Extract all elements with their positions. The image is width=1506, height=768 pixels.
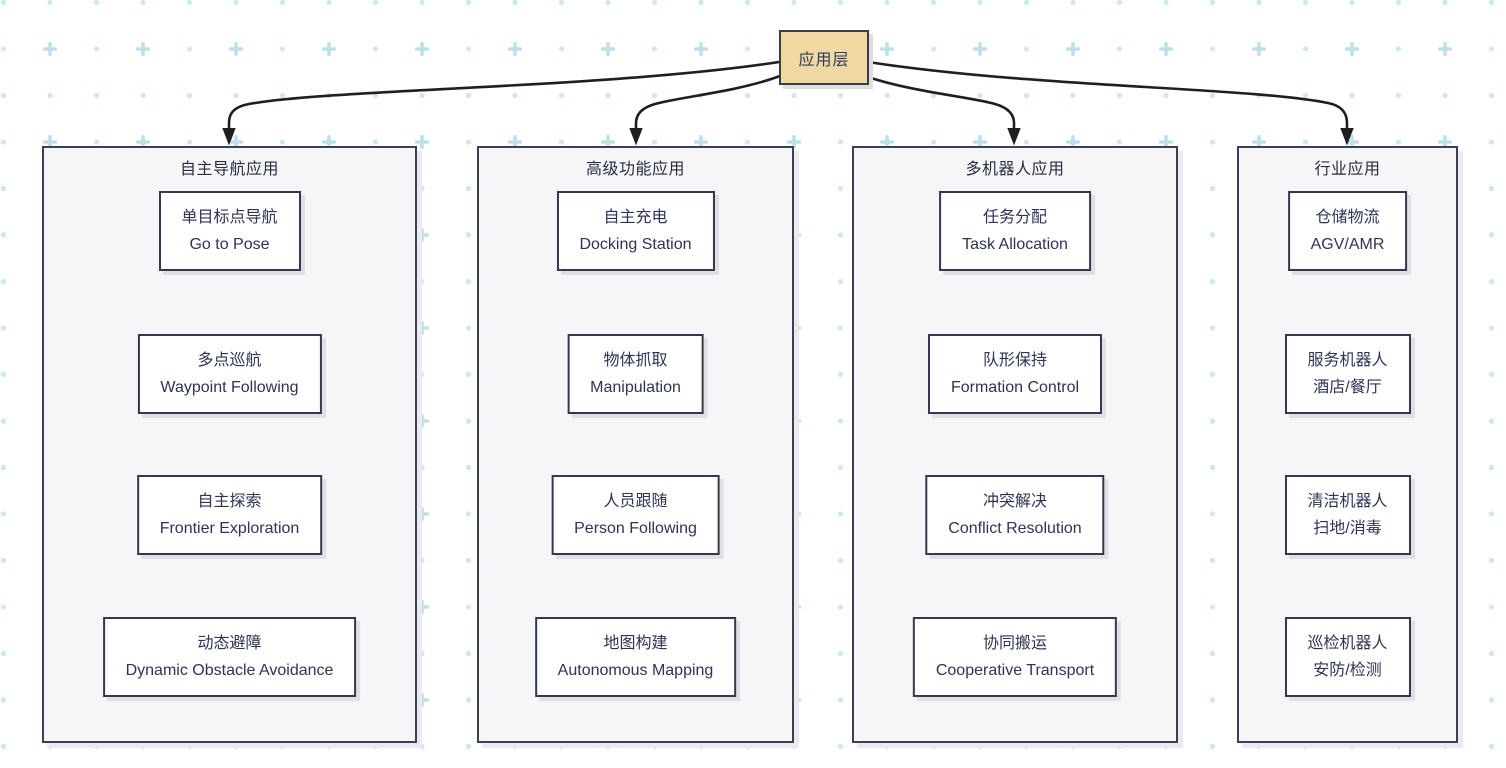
node-label-en: Frontier Exploration (159, 520, 300, 537)
node-label-zh: 清洁机器人 (1307, 493, 1388, 510)
node-label-zh: 单目标点导航 (181, 209, 278, 226)
diagram-node: 任务分配 Task Allocation (939, 191, 1091, 271)
diagram-node: 自主探索 Frontier Exploration (136, 475, 323, 555)
node-label-en: 扫地/消毒 (1313, 520, 1382, 537)
node-label-en: AGV/AMR (1310, 236, 1385, 253)
arrowhead-icon (629, 128, 643, 146)
group-title: 高级功能应用 (585, 161, 685, 178)
diagram-node: 自主充电 Docking Station (556, 191, 715, 271)
group-title: 行业应用 (1314, 161, 1381, 178)
connector-arrow-group-3 (866, 75, 1016, 133)
node-label-en: Cooperative Transport (935, 662, 1095, 679)
node-label-en: Formation Control (950, 379, 1080, 396)
connector-arrow-group-2 (634, 74, 782, 133)
node-label-zh: 自主探索 (197, 493, 262, 510)
node-label-en: Dynamic Obstacle Avoidance (125, 662, 334, 679)
group-autonomous-navigation: 自主导航应用 单目标点导航 Go to Pose 多点巡航 Waypoint F… (42, 146, 417, 743)
node-label-zh: 多点巡航 (197, 352, 262, 369)
node-label-en: Conflict Resolution (948, 520, 1082, 537)
diagram-node: 服务机器人 酒店/餐厅 (1284, 334, 1411, 414)
node-label-zh: 地图构建 (603, 635, 668, 652)
node-label-zh: 协同搬运 (982, 635, 1047, 652)
diagram-node: 仓储物流 AGV/AMR (1287, 191, 1408, 271)
node-label-zh: 任务分配 (982, 209, 1047, 226)
arrowhead-icon (222, 128, 236, 146)
node-label-en: 安防/检测 (1313, 662, 1382, 679)
node-label-en: Manipulation (590, 379, 681, 396)
diagram-node: 地图构建 Autonomous Mapping (534, 617, 737, 697)
root-node-label: 应用层 (798, 51, 850, 69)
group-advanced-functions: 高级功能应用 自主充电 Docking Station 物体抓取 Manipul… (477, 146, 794, 743)
root-node-application-layer: 应用层 (779, 30, 869, 85)
diagram-node: 队形保持 Formation Control (927, 334, 1103, 414)
node-label-zh: 自主充电 (603, 209, 668, 226)
node-label-en: Person Following (574, 520, 697, 537)
node-label-en: Go to Pose (189, 236, 270, 253)
node-label-zh: 服务机器人 (1307, 352, 1388, 369)
arrowhead-icon (1007, 128, 1021, 146)
node-label-en: 酒店/餐厅 (1313, 379, 1382, 396)
diagram-node: 多点巡航 Waypoint Following (137, 334, 322, 414)
diagram-node: 协同搬运 Cooperative Transport (912, 617, 1118, 697)
diagram-node: 巡检机器人 安防/检测 (1284, 617, 1411, 697)
node-label-zh: 物体抓取 (603, 352, 668, 369)
diagram-node: 动态避障 Dynamic Obstacle Avoidance (102, 617, 357, 697)
diagram-node: 冲突解决 Conflict Resolution (925, 475, 1105, 555)
group-title: 自主导航应用 (179, 161, 279, 178)
diagram-node: 清洁机器人 扫地/消毒 (1284, 475, 1411, 555)
node-label-zh: 巡检机器人 (1307, 635, 1388, 652)
group-industry-applications: 行业应用 仓储物流 AGV/AMR 服务机器人 酒店/餐厅 清洁机器人 扫地/消… (1237, 146, 1458, 743)
node-label-zh: 冲突解决 (982, 493, 1047, 510)
group-title: 多机器人应用 (965, 161, 1065, 178)
connector-arrow-group-4 (866, 60, 1349, 133)
node-label-zh: 动态避障 (197, 635, 262, 652)
diagram-node: 物体抓取 Manipulation (567, 334, 704, 414)
diagram-node: 人员跟随 Person Following (551, 475, 720, 555)
node-label-zh: 人员跟随 (603, 493, 668, 510)
node-label-en: Waypoint Following (160, 379, 299, 396)
connector-arrow-group-1 (227, 60, 781, 133)
arrowhead-icon (1340, 128, 1354, 146)
group-multi-robot: 多机器人应用 任务分配 Task Allocation 队形保持 Formati… (852, 146, 1178, 743)
node-label-en: Docking Station (579, 236, 692, 253)
diagram-node: 单目标点导航 Go to Pose (158, 191, 301, 271)
node-label-zh: 仓储物流 (1315, 209, 1380, 226)
node-label-en: Task Allocation (962, 236, 1068, 253)
node-label-en: Autonomous Mapping (557, 662, 714, 679)
node-label-zh: 队形保持 (982, 352, 1048, 369)
